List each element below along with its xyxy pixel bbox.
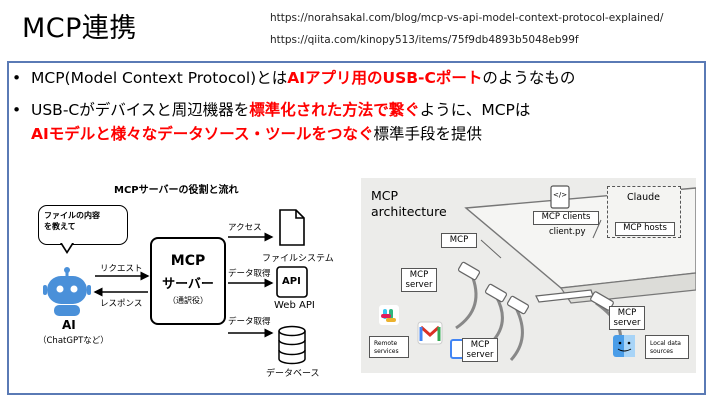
code-icon: </> [553,191,568,199]
bullet-2-highlight-a: 標準化された方法で繋ぐ [249,101,420,119]
flow-diagram-title: MCPサーバーの役割と流れ [114,185,239,196]
bullet-1-highlight: AIアプリ用のUSB-Cポート [287,69,483,87]
robot-icon [43,267,91,316]
bullet-marker: • [12,69,22,87]
bullet-2-text-a: USB-Cがデバイスと周辺機器を [31,101,250,119]
remote-line-2: services [374,348,399,355]
data-fetch-label-2: データ取得 [228,317,271,327]
access-label: アクセス [228,223,262,233]
server-role: （通訳役） [168,296,208,305]
request-label: リクエスト [100,264,143,274]
flow-arrows [93,232,274,338]
remote-line-1: Remote [374,340,398,347]
bullet-2-highlight-b: AIモデルと様々なデータソース・ツールをつなぐ [31,125,374,143]
ai-sublabel: （ChatGPTなど） [38,336,109,346]
api-icon [276,266,308,298]
resource-icons [276,209,308,365]
local-line-2: sources [650,348,674,355]
server-subtitle: サーバー [162,277,214,292]
resource-webapi-label: Web API [274,300,315,311]
mcp-server-box-2: MCP server [462,338,498,362]
local-line-1: Local data [650,340,681,347]
architecture-title-2: architecture [371,203,447,219]
mcp-server-box-1: MCP server [401,268,437,292]
bullet-1-text-b: のようなもの [482,69,576,87]
page-title: MCP連携 [22,13,137,44]
speech-bubble [38,205,128,245]
bullet-2-line-2: AIモデルと様々なデータソース・ツールをつなぐ標準手段を提供 [31,124,482,144]
bubble-line-2: を教えて [44,221,76,231]
mcp-server-box-3: MCP server [609,306,645,330]
bullet-2: • USB-Cがデバイスと周辺機器を標準化された方法で繋ぐように、MCPは [12,100,530,120]
response-label: レスポンス [100,299,143,309]
mcp-architecture-diagram: MCP architecture </> MCP MCP clients cli… [361,178,696,373]
content-frame [7,61,706,395]
local-data-box: Local data sources [645,335,689,359]
bullet-2-text-c: 標準手段を提供 [373,125,483,143]
database-icon [278,325,306,365]
resource-filesystem-label: ファイルシステム [262,254,334,264]
speech-bubble-tail-fill [62,243,72,251]
bullet-marker: • [12,101,22,119]
ai-label: AI [62,318,76,332]
data-fetch-label-1: データ取得 [228,269,271,279]
api-icon-text: API [282,276,301,287]
mcp-box: MCP [441,233,477,248]
client-file-label: client.py [549,227,586,237]
mcp-clients-box: MCP clients [533,211,599,225]
claude-label: Claude [627,192,660,203]
server-title: MCP [170,253,206,269]
bubble-line-1: ファイルの内容 [44,211,100,220]
file-icon [279,209,305,246]
mcp-hosts-box: MCP hosts [615,222,675,236]
remote-services-box: Remote services [369,336,409,358]
mcp-server-flow-diagram: MCPサーバーの役割と流れ ファイルの内容 を教えて AI （ChatGPTなど… [30,175,342,390]
architecture-title-1: MCP [371,188,399,203]
bullet-1-text-a: MCP(Model Context Protocol)とは [31,69,288,87]
source-url-1[interactable]: https://norahsakal.com/blog/mcp-vs-api-m… [270,12,664,24]
speech-bubble-text: ファイルの内容 を教えて [44,211,100,233]
mcp-server-box: MCP サーバー （通訳役） [150,237,226,325]
resource-database-label: データベース [266,369,320,379]
bullet-1: • MCP(Model Context Protocol)とはAIアプリ用のUSB… [12,68,575,88]
bullet-2-text-b: ように、MCPは [419,101,531,119]
source-url-2[interactable]: https://qiita.com/kinopy513/items/75f9db… [270,34,579,46]
architecture-title: MCP architecture [371,188,447,219]
